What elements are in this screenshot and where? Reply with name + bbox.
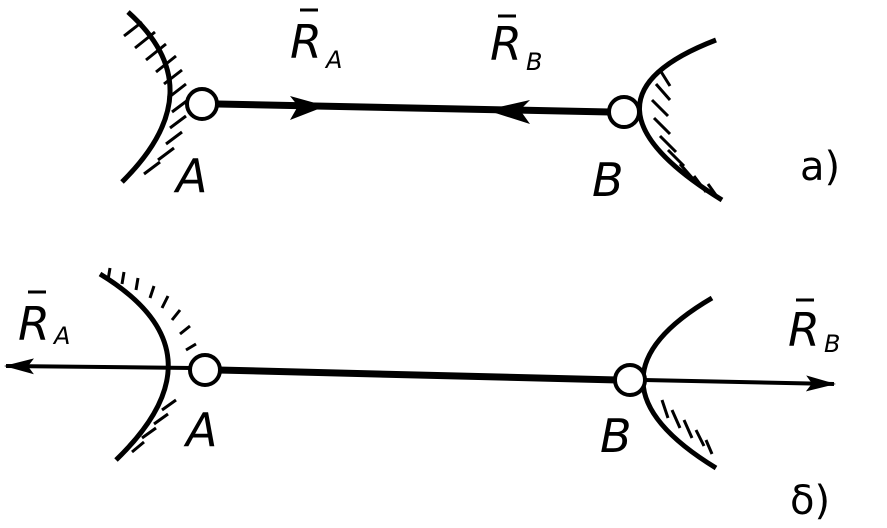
rod-a (217, 100, 611, 116)
force-ra-bottom-subscript: A (52, 322, 70, 350)
caption-b: δ) (790, 478, 830, 524)
force-arrow-ra-bottom (4, 358, 193, 375)
force-ra-top-subscript: A (324, 46, 342, 74)
force-rb-bottom-subscript: B (824, 330, 840, 358)
hinge-b-bottom (613, 363, 647, 397)
force-ra-top-letter: R (290, 15, 322, 69)
support-a-bottom (98, 267, 197, 462)
force-rb-top-subscript: B (526, 48, 542, 76)
rod-b (217, 366, 619, 384)
force-arrow-ra (290, 96, 326, 120)
label-point-a-top: A (173, 149, 207, 203)
label-force-rb-top: R B (490, 14, 542, 76)
label-point-b-top: B (592, 153, 624, 207)
label-point-b-bottom: B (600, 409, 632, 463)
label-point-a-bottom: A (183, 403, 217, 457)
label-force-ra-top: R A (290, 8, 342, 74)
force-rb-top-letter: R (490, 17, 522, 71)
hinge-b-top (607, 95, 641, 129)
force-arrow-rb-bottom (643, 375, 836, 392)
diagram-a: A B R A R B a) (120, 8, 840, 207)
force-ra-bottom-letter: R (18, 297, 50, 351)
label-force-rb-bottom: R B (788, 298, 840, 358)
support-b-top (637, 37, 724, 203)
force-rb-bottom-letter: R (788, 303, 820, 357)
caption-a: a) (800, 144, 840, 190)
support-a-top (120, 10, 189, 184)
hinge-a-bottom (188, 353, 222, 387)
force-arrow-rb (486, 100, 530, 124)
diagram-b: A B R A R B δ) (4, 267, 840, 524)
hinge-a-top (185, 87, 219, 121)
label-force-ra-bottom: R A (18, 290, 70, 351)
